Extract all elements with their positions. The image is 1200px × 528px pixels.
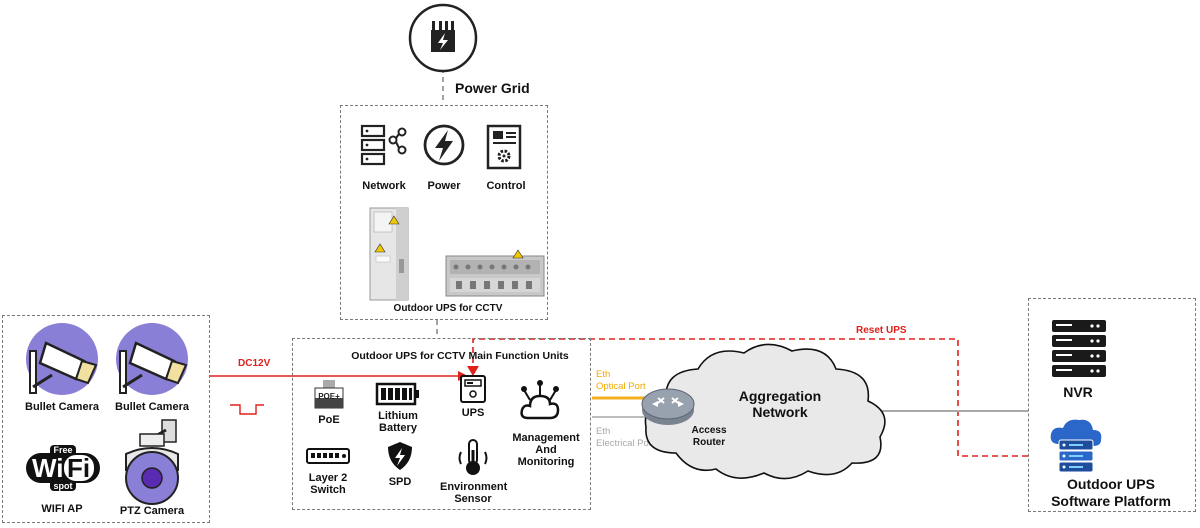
reset-ups-arrow bbox=[467, 366, 479, 376]
poe-icon bbox=[314, 380, 344, 409]
thermometer-icon bbox=[458, 439, 488, 475]
network-icon bbox=[360, 124, 407, 166]
ups-label: UPS bbox=[461, 407, 485, 419]
bullet-camera-label-2: Bullet Camera bbox=[115, 401, 189, 413]
reset-ups-label: Reset UPS bbox=[856, 325, 907, 336]
eth-optical-label: Eth Optical Port bbox=[596, 369, 646, 392]
spd-icon bbox=[388, 442, 412, 470]
cloud-server-icon bbox=[1050, 419, 1102, 473]
management-label: Management And Monitoring bbox=[512, 432, 580, 468]
control-label: Control bbox=[486, 180, 526, 192]
wifi-ap-icon: Free Wi Fi spot bbox=[26, 445, 100, 491]
power-label: Power bbox=[427, 180, 461, 192]
ups-cabinet-image bbox=[369, 207, 409, 301]
ups-icon bbox=[460, 375, 486, 403]
dc12v-label: DC12V bbox=[238, 358, 271, 369]
battery-icon bbox=[375, 382, 419, 406]
platform-label: Outdoor UPS Software Platform bbox=[1051, 476, 1171, 509]
spd-label: SPD bbox=[388, 476, 412, 488]
control-icon bbox=[486, 124, 522, 170]
access-router-icon bbox=[641, 388, 695, 425]
outdoor-enclosure-image bbox=[445, 249, 545, 297]
top-panel bbox=[340, 105, 548, 320]
power-grid-icon bbox=[408, 3, 478, 73]
power-icon bbox=[423, 124, 465, 166]
poe-label: PoE bbox=[318, 414, 340, 426]
access-router-label: Access Router bbox=[691, 425, 727, 448]
ptz-camera-label: PTZ Camera bbox=[119, 505, 185, 517]
nvr-label: NVR bbox=[1063, 384, 1093, 400]
reset-ups-line bbox=[472, 338, 1028, 457]
switch-label: Layer 2 Switch bbox=[308, 472, 348, 496]
nvr-server-icon bbox=[1052, 320, 1106, 377]
bullet-camera-label-1: Bullet Camera bbox=[25, 401, 99, 413]
management-icon bbox=[520, 380, 560, 420]
poe-badge: POE+ bbox=[318, 392, 340, 401]
bullet-camera-icon bbox=[116, 323, 188, 395]
battery-label: Lithium Battery bbox=[378, 410, 418, 434]
ptz-camera-icon bbox=[125, 419, 179, 505]
main-panel-title: Outdoor UPS for CCTV Main Function Units bbox=[351, 350, 569, 362]
product-label: Outdoor UPS for CCTV bbox=[393, 303, 503, 314]
sensor-label: Environment Sensor bbox=[440, 481, 508, 505]
aggregation-network-label: Aggregation Network bbox=[738, 388, 822, 420]
switch-icon bbox=[306, 448, 350, 464]
power-grid-label: Power Grid bbox=[455, 80, 530, 96]
main-panel bbox=[292, 338, 591, 510]
bullet-camera-icon bbox=[26, 323, 98, 395]
wifi-ap-label: WIFI AP bbox=[41, 503, 83, 515]
cameras-panel bbox=[2, 315, 210, 523]
right-panel bbox=[1028, 298, 1196, 512]
pulse-symbol bbox=[230, 404, 264, 415]
eth-electrical-label: Eth Electrical Port bbox=[596, 426, 655, 449]
network-label: Network bbox=[362, 180, 406, 192]
